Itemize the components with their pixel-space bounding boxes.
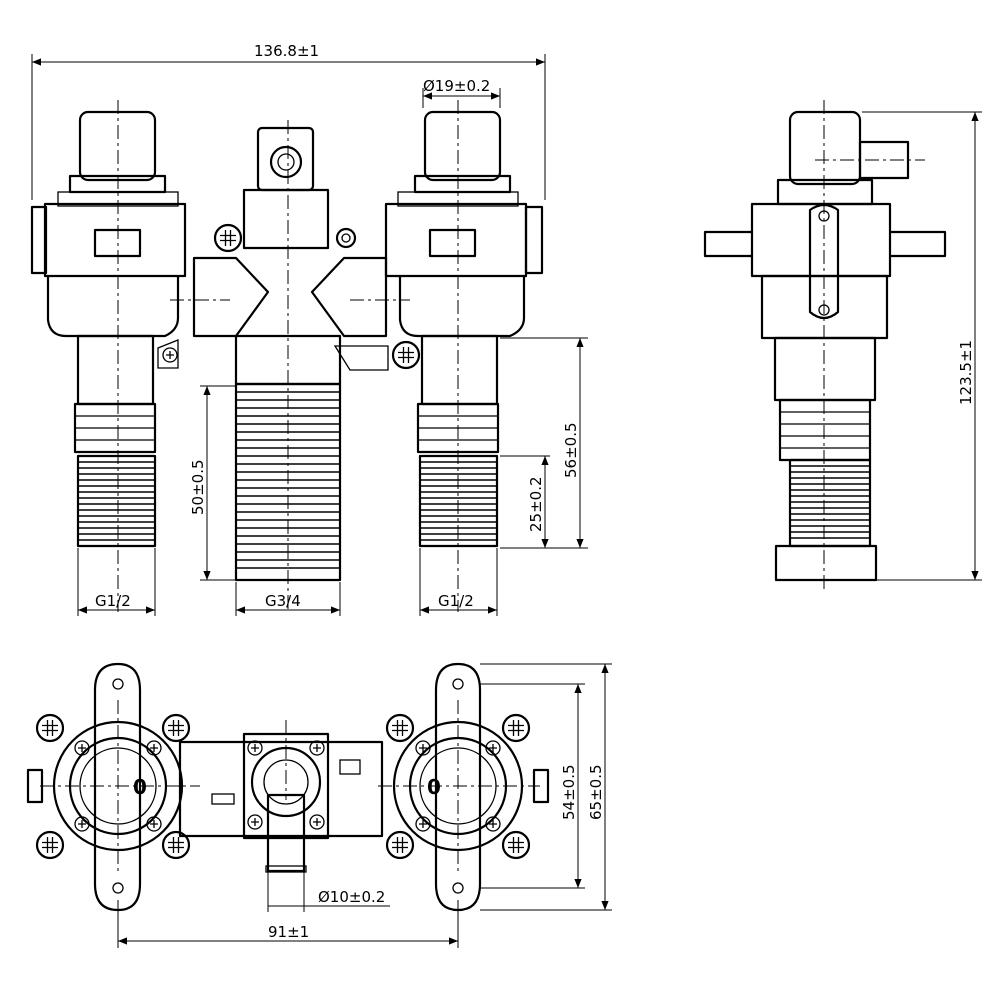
center-thread-label: G3/4 <box>265 592 301 610</box>
overall-width-label: 136.8±1 <box>254 42 319 60</box>
front-view <box>30 100 544 612</box>
left-thread-label: G1/2 <box>95 592 131 610</box>
right-valve-marker: 0 <box>427 775 441 799</box>
left-valve-marker: 0 <box>133 775 147 799</box>
center-valve-body <box>192 126 388 582</box>
center-length-label: 50±0.5 <box>189 459 207 515</box>
side-view <box>703 100 947 592</box>
right-valve-body <box>333 110 544 548</box>
right-thread-label: G1/2 <box>438 592 474 610</box>
handle-diameter-label: Ø19±0.2 <box>423 77 490 95</box>
side-length-label: 56±0.5 <box>562 422 580 478</box>
bracket-spacing-label: 54±0.5 <box>560 764 578 820</box>
right-mounting-bracket <box>385 662 550 912</box>
valve-distance-label: 91±1 <box>268 923 309 941</box>
top-view: 0 0 <box>26 662 550 912</box>
side-thread-length-label: 25±0.2 <box>527 476 545 532</box>
dimension-lines <box>31 54 982 948</box>
left-valve-body <box>30 110 187 548</box>
left-mounting-bracket <box>26 662 191 912</box>
dimension-labels: 136.8±1 Ø19±0.2 G1/2 G3/4 G1/2 50±0.5 56… <box>95 42 975 941</box>
bracket-span-label: 65±0.5 <box>587 764 605 820</box>
center-block <box>178 732 384 873</box>
spout-diameter-label: Ø10±0.2 <box>318 888 385 906</box>
overall-height-label: 123.5±1 <box>957 340 975 405</box>
